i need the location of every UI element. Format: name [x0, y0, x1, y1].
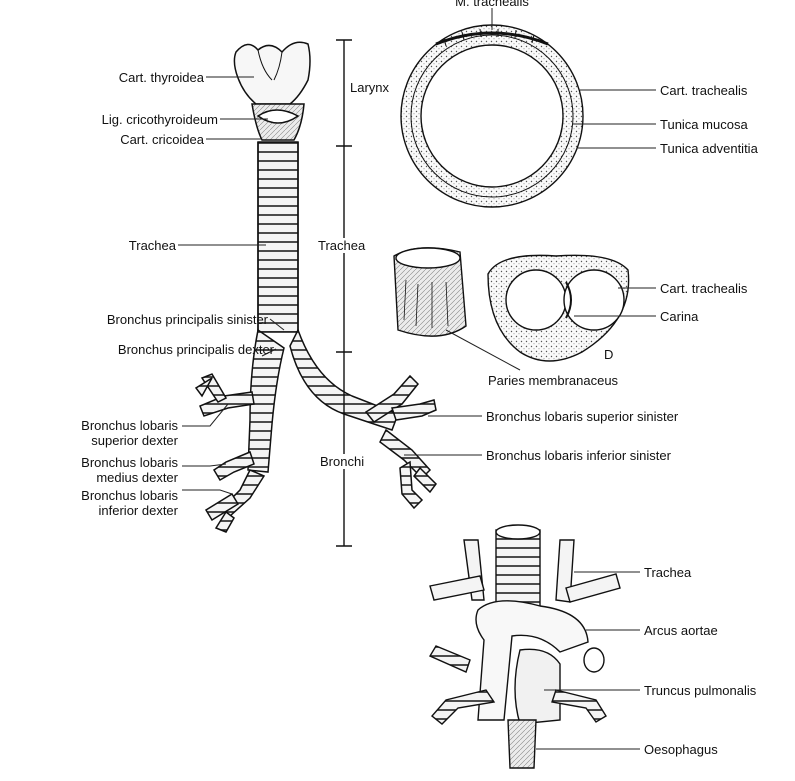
label-bronchus-lobaris-inferior-dexter: Bronchus lobaris inferior dexter [10, 488, 178, 518]
label-bronchus-principalis-sinister: Bronchus principalis sinister [20, 312, 268, 327]
mediastinum-figure [430, 525, 620, 768]
label-tunica-mucosa: Tunica mucosa [660, 117, 748, 132]
label-lig-cricothyroideum: Lig. cricothyroideum [20, 112, 218, 127]
label-region-trachea: Trachea [316, 238, 367, 253]
label-line: superior dexter [10, 433, 178, 448]
label-tunica-adventitia: Tunica adventitia [660, 141, 758, 156]
label-bronchus-principalis-dexter: Bronchus principalis dexter [20, 342, 274, 357]
label-cart-thyroidea: Cart. thyroidea [40, 70, 204, 85]
label-trachea-bottom: Trachea [644, 565, 691, 580]
trachea-cross-section [401, 25, 583, 207]
tracheal-segment [394, 248, 466, 336]
label-line: Bronchus lobaris [10, 455, 178, 470]
label-cart-cricoidea: Cart. cricoidea [40, 132, 204, 147]
label-line: Bronchus lobaris [10, 418, 178, 433]
label-region-larynx: Larynx [350, 80, 389, 95]
label-line: Bronchus lobaris [10, 488, 178, 503]
label-bronchus-lobaris-superior-dexter: Bronchus lobaris superior dexter [10, 418, 178, 448]
trachea-tube-shape [258, 142, 298, 332]
label-oesophagus: Oesophagus [644, 742, 718, 757]
label-marker-d: D [604, 347, 613, 362]
label-cart-trachealis-top: Cart. trachealis [660, 83, 747, 98]
label-carina: Carina [660, 309, 698, 324]
label-line: medius dexter [10, 470, 178, 485]
label-m-trachealis: M. trachealis [440, 0, 544, 9]
label-cart-trachealis-mid: Cart. trachealis [660, 281, 747, 296]
label-paries-membranaceus: Paries membranaceus [488, 373, 618, 388]
label-arcus-aortae: Arcus aortae [644, 623, 718, 638]
thyroid-cartilage-shape [234, 42, 310, 104]
label-bronchus-lobaris-superior-sinister: Bronchus lobaris superior sinister [486, 409, 678, 424]
label-truncus-pulmonalis: Truncus pulmonalis [644, 683, 756, 698]
label-line: inferior dexter [10, 503, 178, 518]
label-bronchus-lobaris-medius-dexter: Bronchus lobaris medius dexter [10, 455, 178, 485]
label-trachea-left: Trachea [40, 238, 176, 253]
left-lobar-bronchi-shapes [366, 376, 436, 508]
label-bronchus-lobaris-inferior-sinister: Bronchus lobaris inferior sinister [486, 448, 671, 463]
label-region-bronchi: Bronchi [318, 454, 366, 469]
carina-section [488, 255, 629, 361]
